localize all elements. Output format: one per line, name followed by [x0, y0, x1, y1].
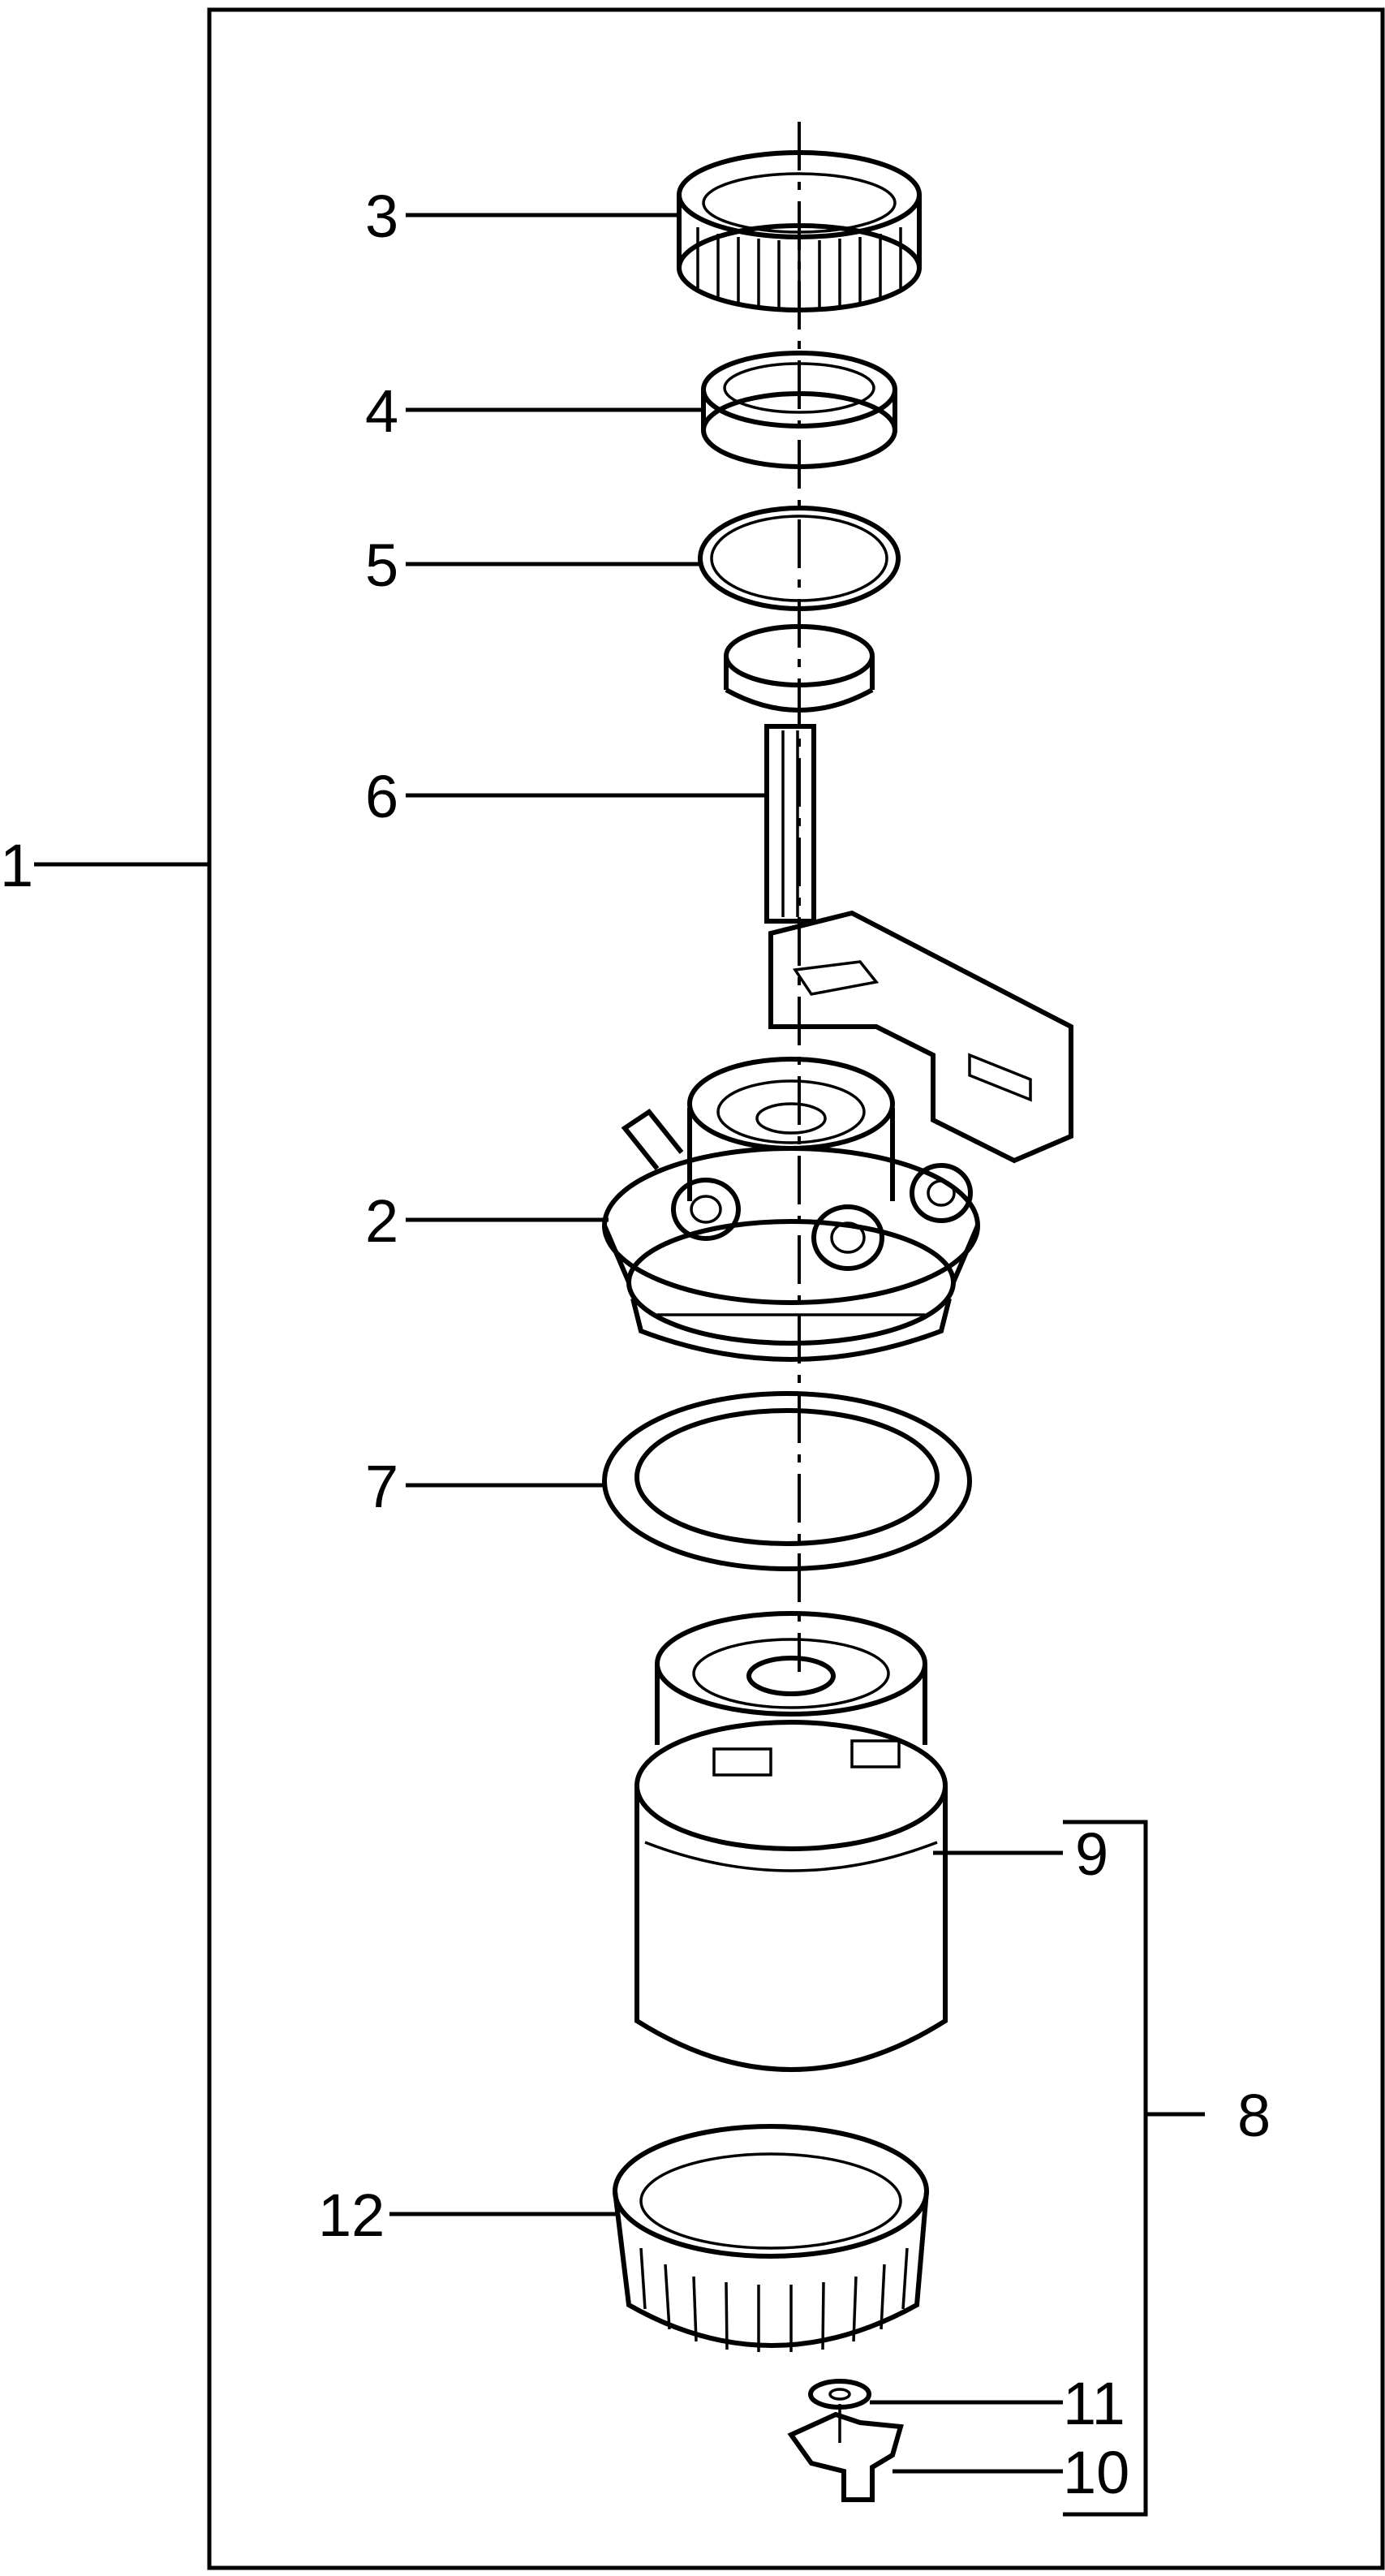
callout-5: 5: [365, 532, 398, 599]
part-10-drain-plug: [787, 2404, 904, 2502]
callout-8: 8: [1237, 2082, 1271, 2149]
part-2-filter-head: [602, 910, 1073, 1362]
callout-4: 4: [365, 377, 398, 445]
callout-9: 9: [1075, 1820, 1108, 1888]
callout-3: 3: [365, 183, 398, 250]
part-9-filter-cartridge: [634, 1611, 948, 2072]
part-3-knurled-ring: [677, 150, 922, 312]
assembly-frame: [207, 7, 1385, 2570]
callout-6: 6: [365, 763, 398, 830]
part-12-bowl-ring: [613, 2124, 929, 2352]
callout-2: 2: [365, 1187, 398, 1255]
leader-lines: [34, 213, 1205, 2517]
callout-1: 1: [0, 832, 33, 899]
callout-10: 10: [1063, 2439, 1129, 2506]
part-5-o-ring: [698, 506, 901, 611]
callout-12: 12: [318, 2182, 385, 2249]
callout-11: 11: [1063, 2370, 1125, 2437]
part-4-toothed-ring: [701, 351, 897, 469]
part-11-washer: [808, 2379, 871, 2410]
part-7-gasket: [602, 1391, 972, 1571]
part-6-float-rod: [724, 624, 875, 924]
callout-7: 7: [365, 1453, 398, 1520]
